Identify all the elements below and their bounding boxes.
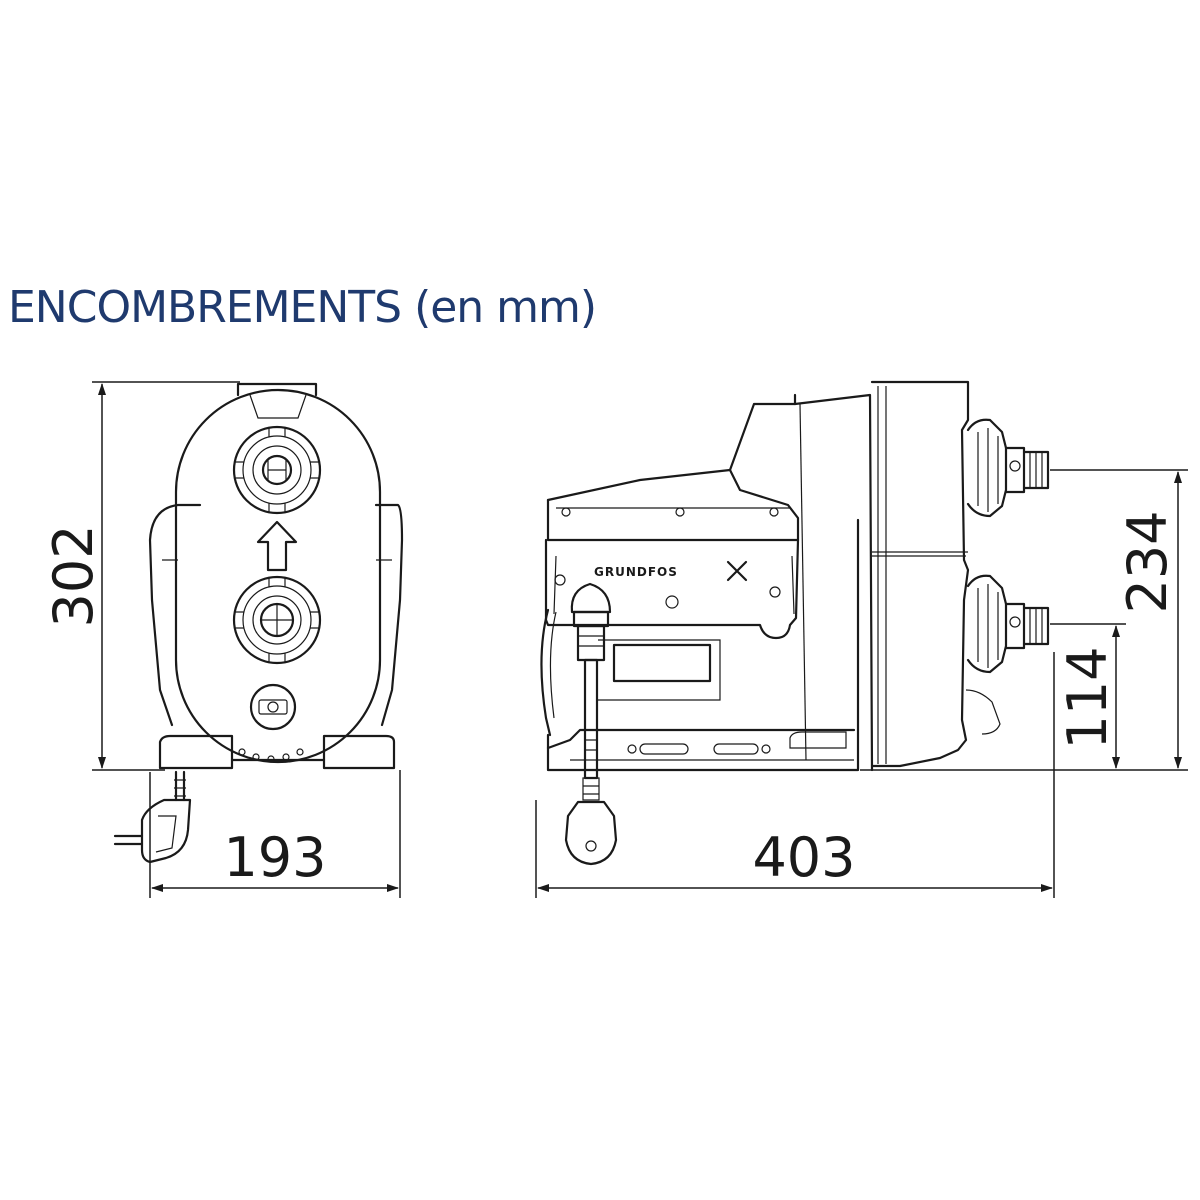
bottom-vents	[238, 748, 304, 763]
grundfos-x-logo-icon	[726, 560, 748, 582]
front-view	[113, 382, 404, 864]
power-plug-icon	[564, 800, 618, 866]
dim-width-front: 193	[223, 826, 326, 889]
page-title: ENCOMBREMENTS (en mm)	[8, 282, 597, 333]
drain-plug	[249, 683, 297, 731]
dimension-lines	[92, 381, 1188, 898]
dim-outlet-height: 234	[1116, 510, 1179, 613]
power-plug-icon	[113, 770, 192, 864]
brand-label: GRUNDFOS	[594, 565, 678, 579]
side-inlet-connector	[966, 574, 1050, 674]
side-outlet-connector	[966, 418, 1050, 518]
dim-length-side: 403	[752, 826, 855, 889]
inlet-connector	[232, 575, 322, 665]
arrow-up-icon	[256, 520, 298, 572]
pump-front-body	[174, 388, 382, 764]
outlet-connector	[232, 425, 322, 515]
side-view: GRUNDFOS	[540, 380, 1050, 866]
dim-height-total: 302	[42, 524, 105, 627]
side-power-cable	[564, 582, 618, 866]
dim-inlet-height: 114	[1056, 646, 1119, 749]
